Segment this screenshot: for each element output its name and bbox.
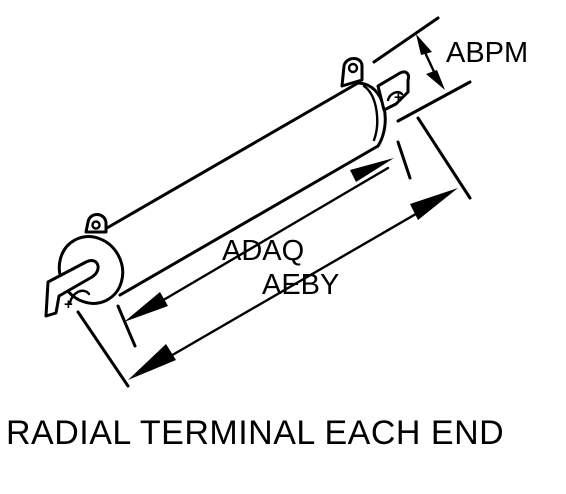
plus-label-left: + xyxy=(64,296,73,313)
aeby-label: AEBY xyxy=(262,269,339,301)
abpm-dimension: ABPM xyxy=(372,16,528,123)
plus-label-right: + xyxy=(394,89,403,106)
adaq-label: ADAQ xyxy=(222,235,304,267)
adaq-arrow-left xyxy=(124,292,168,322)
aeby-arrow-right xyxy=(410,188,458,220)
figure-caption: RADIAL TERMINAL EACH END xyxy=(6,414,504,452)
left-terminal-tab: + xyxy=(44,259,100,318)
abpm-label: ABPM xyxy=(446,37,528,69)
mounting-lug-right xyxy=(340,57,364,88)
adaq-dimension: ADAQ xyxy=(116,140,412,348)
abpm-arrow-up xyxy=(416,34,432,55)
aeby-dimension: AEBY xyxy=(76,116,472,388)
right-terminal-tab: + xyxy=(376,70,410,112)
mounting-lug-left xyxy=(84,213,108,234)
aeby-arrow-left xyxy=(128,344,176,380)
abpm-arrow-down xyxy=(426,70,445,90)
adaq-arrow-right xyxy=(350,158,394,182)
